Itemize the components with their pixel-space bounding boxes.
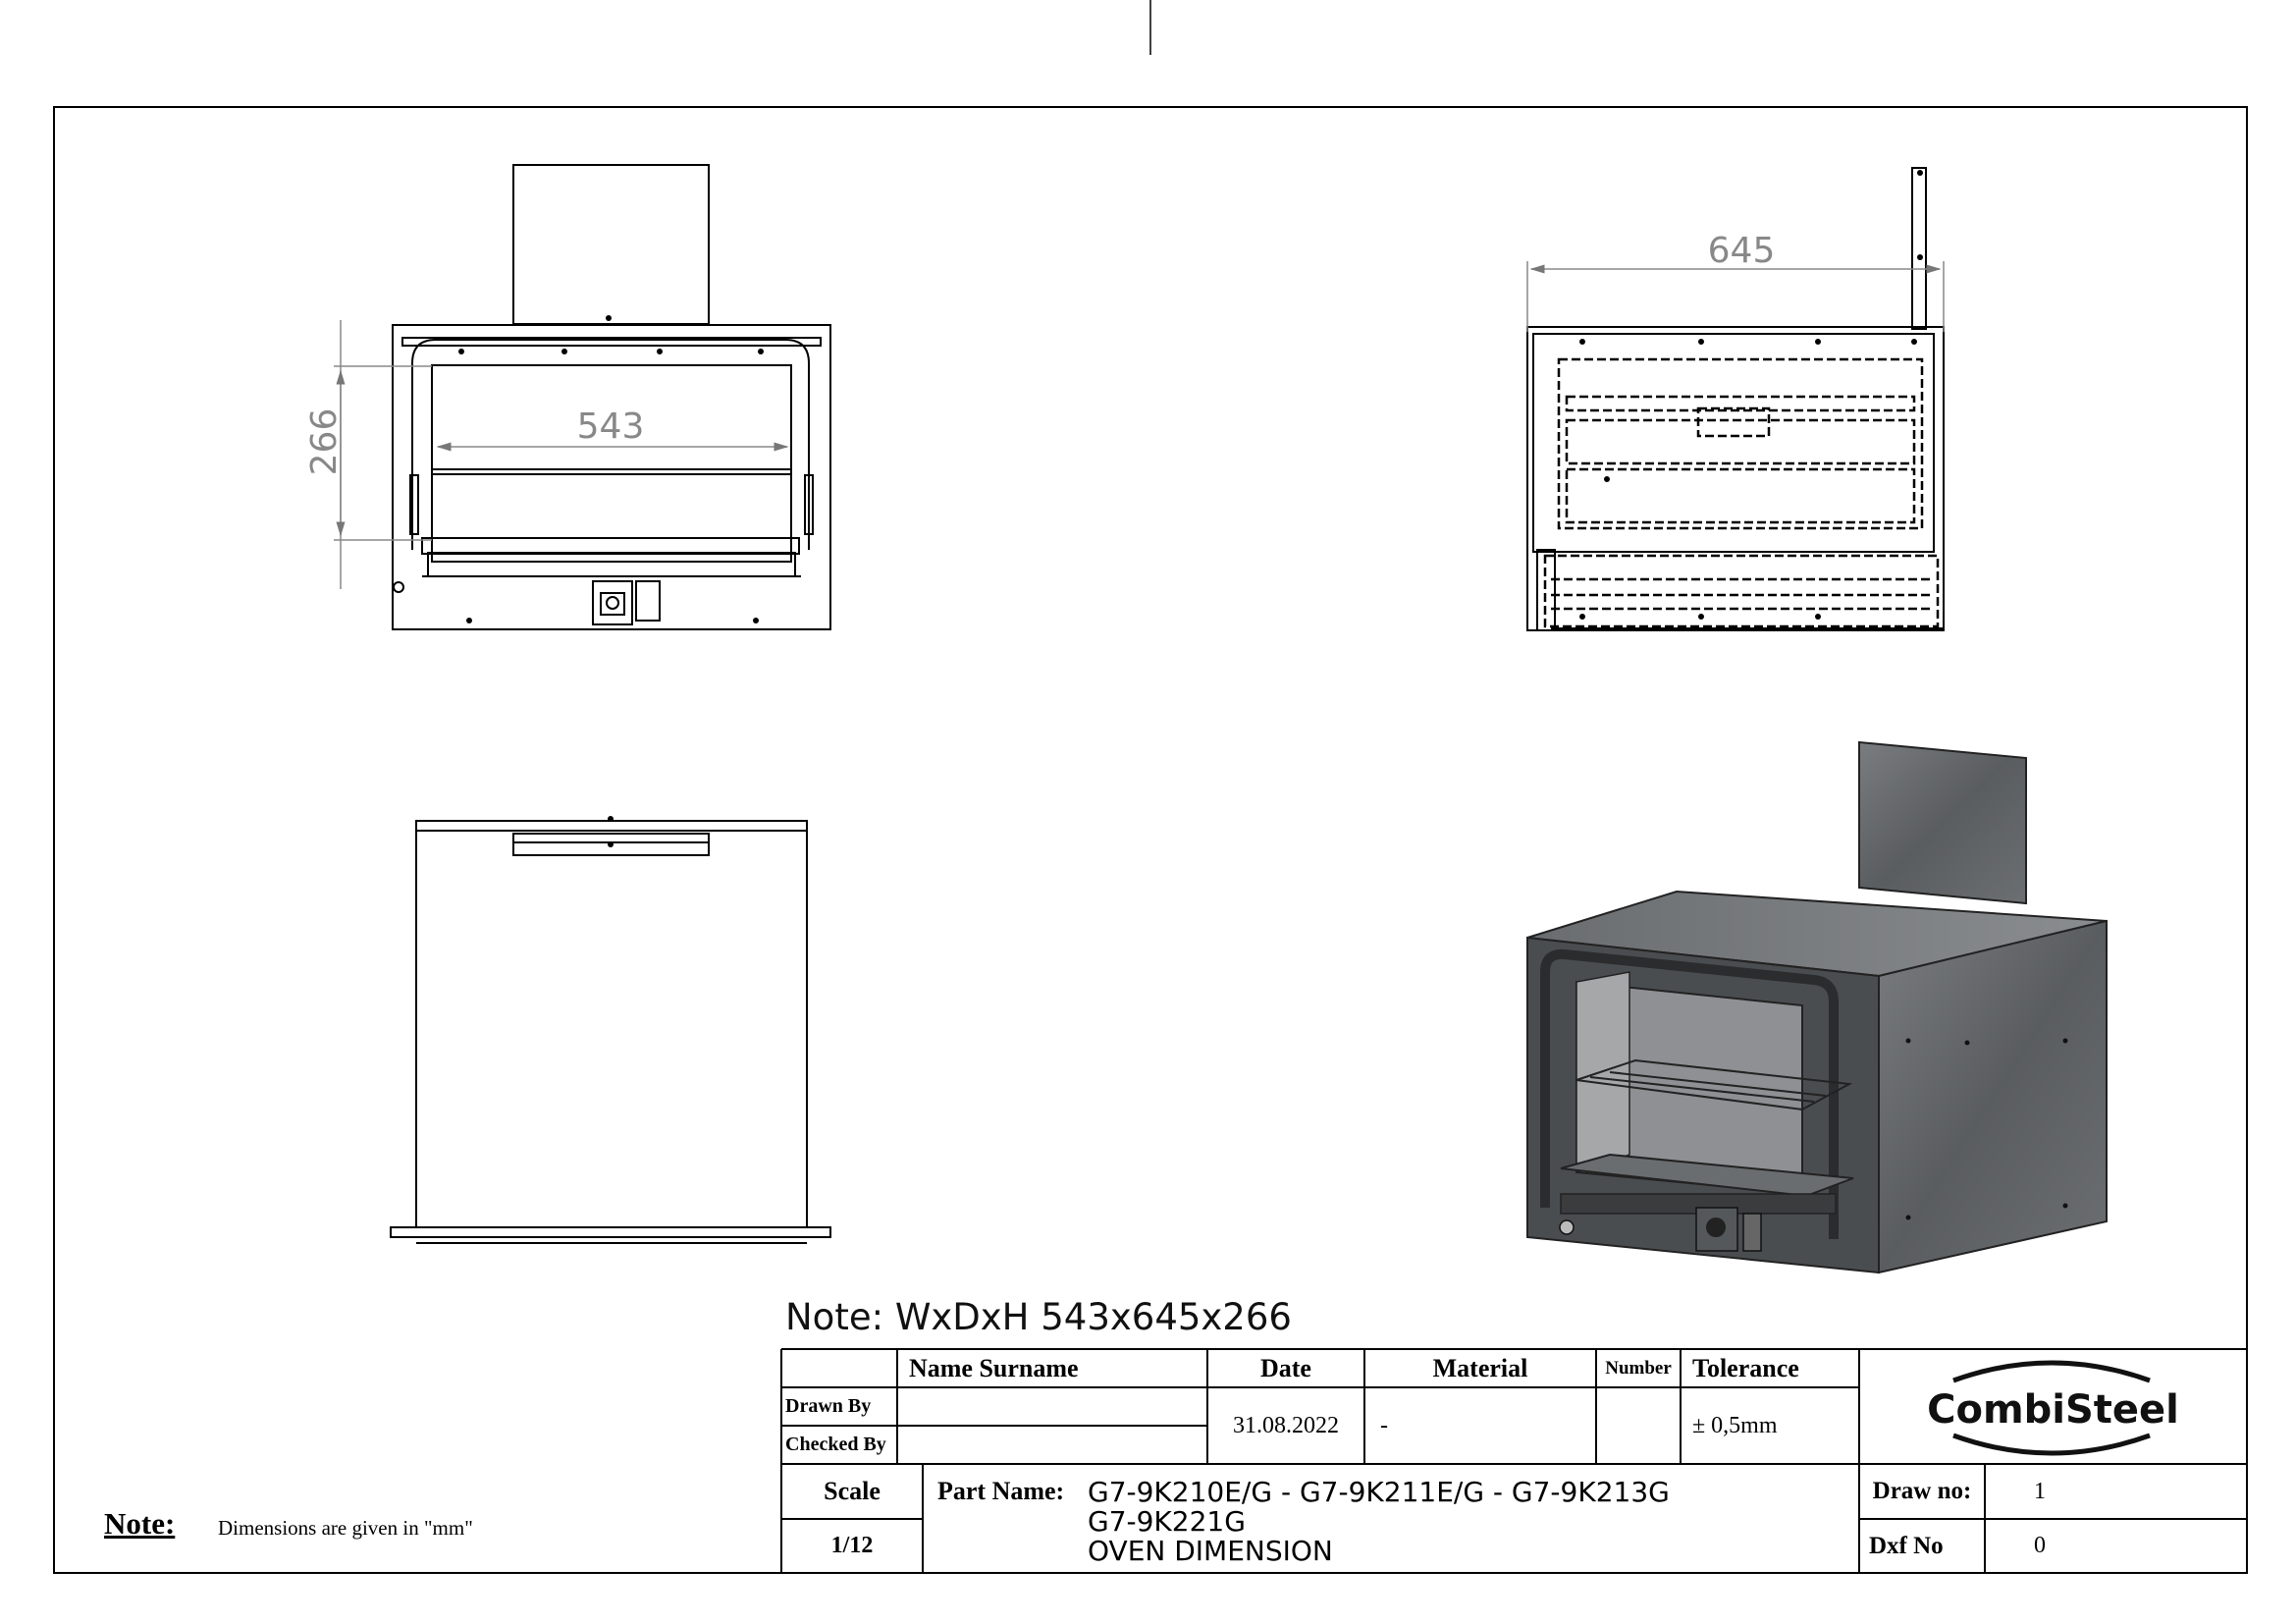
- draw-no-value: 1: [2034, 1478, 2046, 1504]
- tolerance-value: ± 0,5mm: [1692, 1412, 1778, 1438]
- part-name-line3: OVEN DIMENSION: [1088, 1534, 1333, 1567]
- part-name-line2: G7-9K221G: [1088, 1504, 1246, 1538]
- dimensions-note: Note: WxDxH 543x645x266: [785, 1296, 1292, 1338]
- footnote-label: Note:: [104, 1506, 176, 1541]
- width-dimension-label: 543: [577, 406, 645, 447]
- draw-no-label: Draw no:: [1872, 1478, 1972, 1504]
- part-name-line1: G7-9K210E/G - G7-9K211E/G - G7-9K213G: [1088, 1475, 1670, 1508]
- header-number: Number: [1605, 1357, 1672, 1379]
- checked-by-label: Checked By: [785, 1434, 886, 1455]
- brand-logo-text: CombiSteel: [1927, 1387, 2179, 1433]
- header-tolerance: Tolerance: [1692, 1353, 1799, 1382]
- side-view: [1526, 167, 1945, 631]
- scale-label: Scale: [824, 1477, 881, 1505]
- header-material: Material: [1432, 1353, 1528, 1382]
- front-view: [334, 164, 831, 630]
- header-date: Date: [1260, 1353, 1311, 1382]
- isometric-view: [1526, 740, 2108, 1274]
- header-name-surname: Name Surname: [909, 1353, 1079, 1382]
- depth-dimension-label: 645: [1708, 231, 1776, 271]
- title-block-grid: [780, 1348, 2247, 1573]
- footnote-text: Dimensions are given in "mm": [218, 1516, 473, 1540]
- dxf-no-value: 0: [2034, 1533, 2046, 1558]
- height-dimension-label: 266: [304, 408, 345, 476]
- brand-logo: [1952, 1360, 2151, 1456]
- drawn-by-label: Drawn By: [785, 1395, 872, 1417]
- top-view: [390, 816, 831, 1244]
- date-value: 31.08.2022: [1233, 1412, 1339, 1438]
- scale-value: 1/12: [830, 1533, 874, 1558]
- part-name-label: Part Name:: [937, 1477, 1065, 1505]
- dxf-no-label: Dxf No: [1869, 1532, 1944, 1559]
- material-value: -: [1380, 1412, 1388, 1438]
